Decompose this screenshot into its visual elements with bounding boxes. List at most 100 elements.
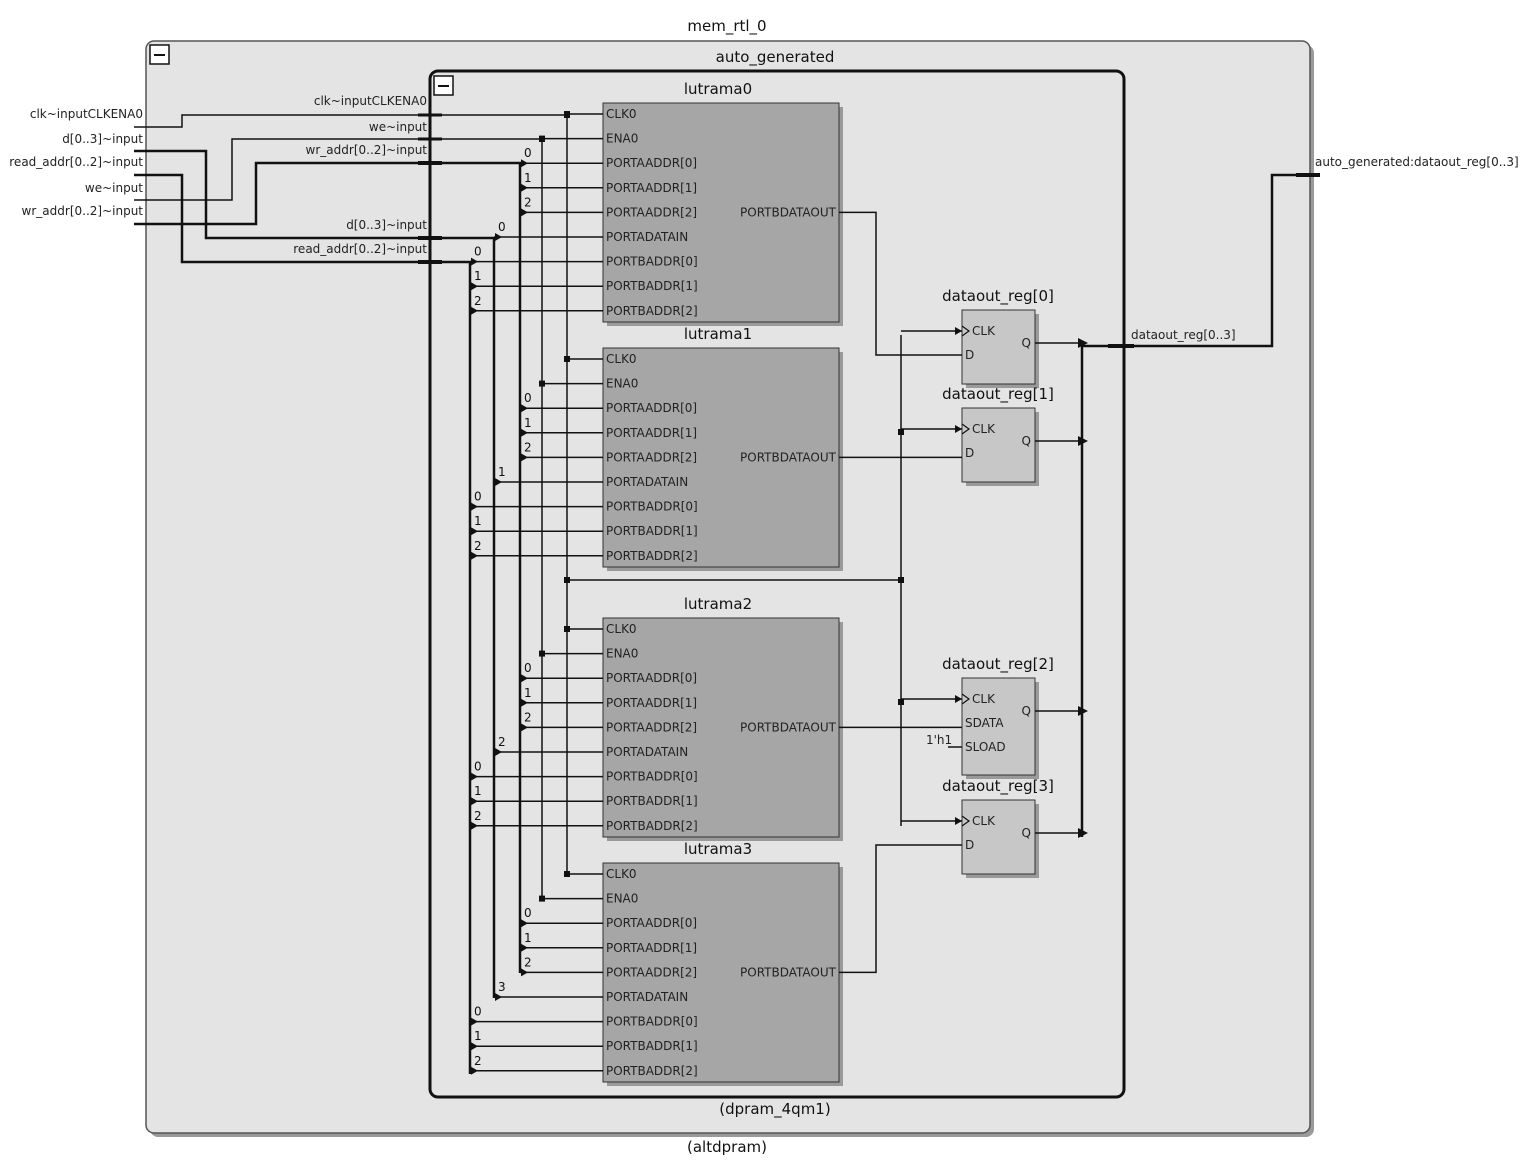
arrow-head	[521, 919, 528, 928]
register-q-label: Q	[1022, 704, 1031, 718]
ram-block-lutrama1	[602, 347, 840, 568]
ram-port-label: PORTBADDR[1]	[606, 524, 698, 538]
arrow-head	[521, 968, 528, 977]
bus-index: 1	[524, 931, 532, 945]
ram-port-label: PORTAADDR[0]	[606, 671, 697, 685]
arrow-head	[1078, 706, 1088, 716]
ram-port-label: PORTADATAIN	[606, 230, 688, 244]
ram-port-label: PORTAADDR[0]	[606, 916, 697, 930]
bus-index: 0	[498, 220, 506, 234]
register-port-label: D	[965, 348, 974, 362]
outer-block-name: auto_generated	[716, 48, 835, 67]
arrow-head	[471, 1042, 478, 1051]
register-port-label: CLK	[972, 814, 996, 828]
junction	[564, 356, 570, 362]
clock-mark	[961, 693, 971, 705]
bus-index: 3	[498, 980, 506, 994]
ram-port-label: PORTAADDR[1]	[606, 941, 697, 955]
output-label: auto_generated:dataout_reg[0..3]	[1315, 155, 1519, 169]
bus-index: 1	[524, 686, 532, 700]
ram-port-label: PORTADATAIN	[606, 745, 688, 759]
bus-index: 0	[524, 146, 532, 160]
bus-index: 2	[498, 735, 506, 749]
internal-input-label: clk~inputCLKENA0	[314, 94, 427, 108]
bus-index: 2	[524, 710, 532, 724]
const-label: 1'h1	[926, 733, 952, 747]
arrow-head	[471, 797, 478, 806]
input-label: we~input	[85, 181, 143, 195]
junction	[539, 135, 545, 142]
diagram-title: mem_rtl_0	[687, 17, 766, 36]
bus-index: 2	[524, 195, 532, 209]
arrow-head	[521, 208, 528, 217]
bus-index: 2	[524, 955, 532, 969]
junction	[564, 111, 570, 117]
bus-index: 2	[474, 809, 482, 823]
ram-port-label: PORTBADDR[2]	[606, 819, 698, 833]
arrow-head	[955, 817, 962, 825]
ram-name: lutrama3	[684, 840, 752, 858]
arrow-head	[521, 183, 528, 192]
bus-index: 1	[474, 514, 482, 528]
register-port-label: D	[965, 446, 974, 460]
ram-port-label: CLK0	[606, 867, 637, 881]
input-label: clk~inputCLKENA0	[30, 107, 143, 121]
internal-input-label: d[0..3]~input	[346, 218, 427, 232]
collapse-icon[interactable]	[433, 75, 454, 96]
register-name: dataout_reg[1]	[942, 385, 1054, 404]
arrow-head	[521, 453, 528, 462]
arrow-head	[495, 478, 502, 486]
ram-port-label: PORTADATAIN	[606, 990, 688, 1004]
collapse-icon[interactable]	[149, 44, 170, 65]
ram-port-label: PORTBADDR[0]	[606, 1015, 698, 1029]
internal-input-label: wr_addr[0..2]~input	[306, 143, 428, 157]
ram-name: lutrama1	[684, 325, 752, 343]
arrow-head	[521, 404, 528, 413]
arrow-head	[471, 551, 478, 560]
register-3	[961, 799, 1036, 875]
register-name: dataout_reg[3]	[942, 777, 1054, 796]
register-port-label: CLK	[972, 422, 996, 436]
input-label: d[0..3]~input	[62, 132, 143, 146]
arrow-head	[521, 674, 528, 683]
input-label: wr_addr[0..2]~input	[22, 204, 144, 218]
inner-block	[428, 69, 1126, 1099]
clock-mark	[961, 815, 971, 827]
arrow-head	[495, 233, 502, 241]
clock-mark	[961, 423, 971, 435]
arrow-head	[1078, 338, 1088, 348]
register-name: dataout_reg[2]	[942, 655, 1054, 674]
ram-port-label: CLK0	[606, 622, 637, 636]
junction	[539, 650, 545, 657]
ram-port-label: PORTAADDR[0]	[606, 401, 697, 415]
ram-port-label: PORTAADDR[0]	[606, 156, 697, 170]
ram-port-label: PORTBADDR[0]	[606, 770, 698, 784]
arrow-head	[521, 723, 528, 732]
junction	[564, 871, 570, 877]
ram-port-label: PORTAADDR[2]	[606, 965, 697, 979]
junction	[539, 380, 545, 387]
bus-index: 0	[474, 1005, 482, 1019]
ram-output-label: PORTBDATAOUT	[740, 720, 837, 734]
ram-port-label: PORTAADDR[2]	[606, 205, 697, 219]
bus-index: 0	[524, 906, 532, 920]
ram-port-label: PORTBADDR[1]	[606, 279, 698, 293]
ram-port-label: PORTBADDR[2]	[606, 1064, 698, 1078]
register-name: dataout_reg[0]	[942, 287, 1054, 306]
ram-port-label: ENA0	[606, 892, 638, 906]
bus-index: 0	[474, 490, 482, 504]
ram-port-label: CLK0	[606, 107, 637, 121]
generated-elements: lutrama0CLK0ENA0PORTAADDR[0]0PORTAADDR[1…	[470, 80, 1088, 1086]
ram-port-label: PORTBADDR[1]	[606, 1039, 698, 1053]
internal-input-label: we~input	[369, 120, 427, 134]
ram-output-label: PORTBDATAOUT	[740, 450, 837, 464]
arrow-head	[955, 425, 962, 433]
ram-port-label: ENA0	[606, 132, 638, 146]
ram-port-label: CLK0	[606, 352, 637, 366]
internal-input-label: read_addr[0..2]~input	[293, 242, 427, 256]
arrow-head	[521, 943, 528, 952]
junction	[539, 895, 545, 902]
ram-port-label: PORTBADDR[0]	[606, 500, 698, 514]
ram-port-label: ENA0	[606, 647, 638, 661]
ram-name: lutrama0	[684, 80, 752, 98]
